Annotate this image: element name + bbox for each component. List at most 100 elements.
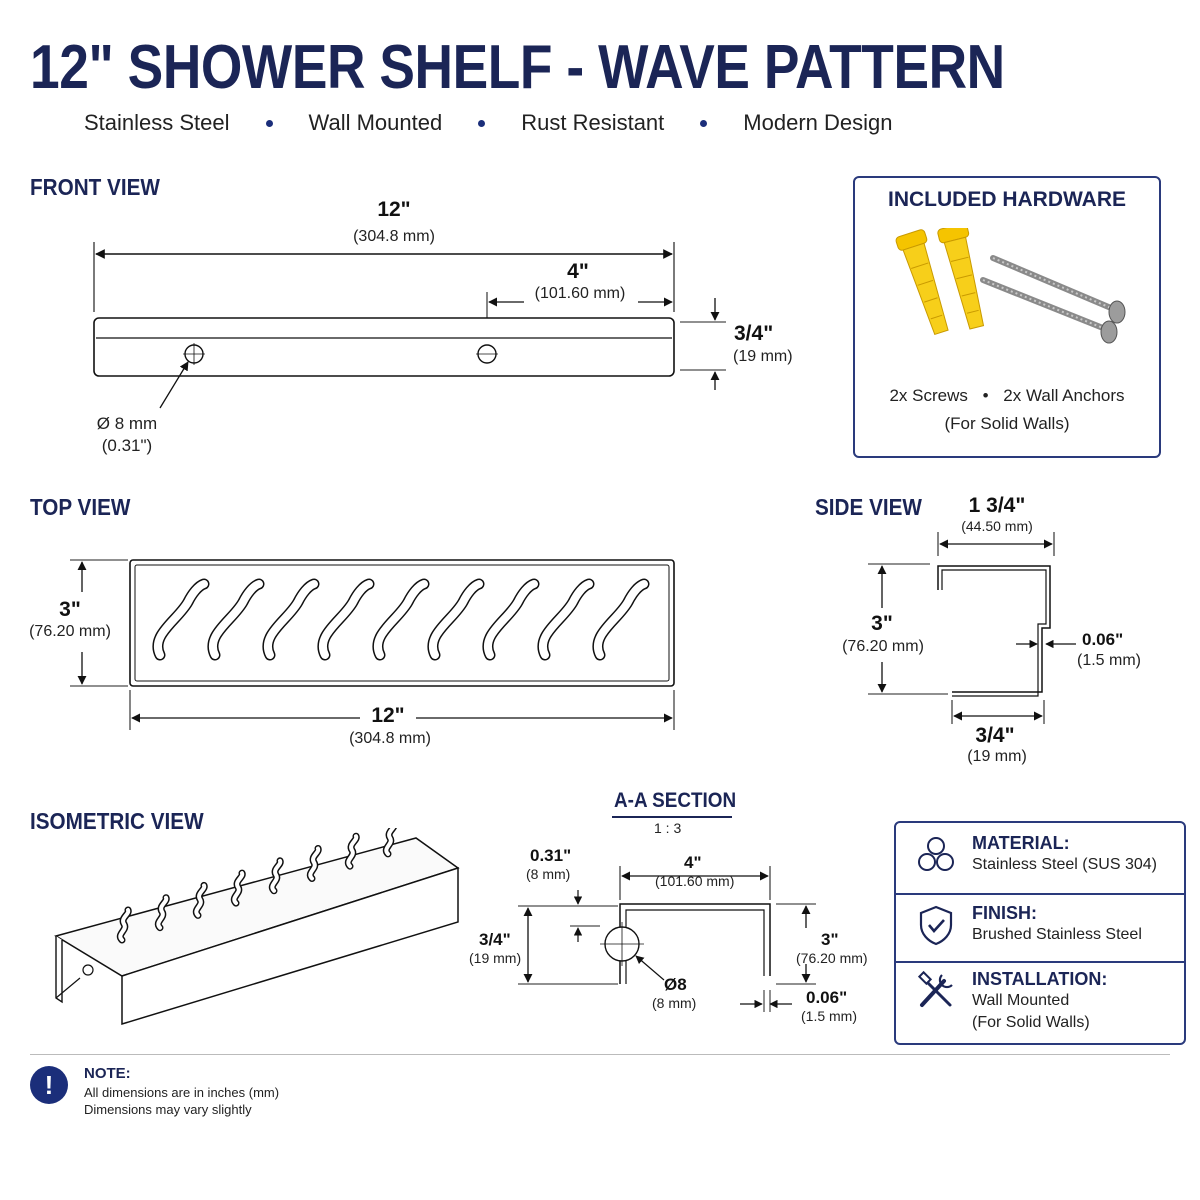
side-height-label: 3" bbox=[871, 612, 893, 635]
spec-value: Brushed Stainless Steel bbox=[972, 926, 1142, 943]
side-thickness-mm: (1.5 mm) bbox=[1077, 652, 1141, 669]
spec-value: Stainless Steel (SUS 304) bbox=[972, 856, 1157, 873]
note-line: Dimensions may vary slightly bbox=[84, 1102, 252, 1117]
section-scale: 1 : 3 bbox=[654, 820, 682, 836]
spec-label: INSTALLATION: bbox=[972, 969, 1108, 989]
section-thickness-label: 0.06" bbox=[806, 988, 848, 1007]
hardware-contents: 2x Screws • 2x Wall Anchors bbox=[889, 386, 1125, 405]
spec-card: MATERIAL: Stainless Steel (SUS 304) FINI… bbox=[894, 821, 1186, 1045]
hole-diameter-in: (0.31") bbox=[101, 436, 153, 455]
bullet-dot bbox=[478, 119, 486, 127]
hardware-card: INCLUDED HARDWARE bbox=[853, 176, 1161, 458]
side-height-mm: (76.20 mm) bbox=[842, 638, 924, 655]
side-thickness-label: 0.06" bbox=[1082, 630, 1124, 649]
section-left-height-mm: (19 mm) bbox=[469, 950, 522, 966]
info-icon: ! bbox=[30, 1066, 68, 1104]
screw-icon bbox=[990, 255, 1126, 324]
feature-item: Wall Mounted bbox=[308, 110, 443, 135]
section-drawing bbox=[518, 866, 816, 1012]
top-view-drawing bbox=[70, 559, 675, 730]
feature-item: Modern Design bbox=[743, 110, 893, 135]
section-left-height-label: 3/4" bbox=[479, 930, 511, 949]
top-view-title: TOP VIEW bbox=[30, 494, 131, 520]
section-width-label: 4" bbox=[684, 853, 702, 872]
feature-list: Stainless Steel Wall Mounted Rust Resist… bbox=[84, 110, 892, 136]
wave-slot bbox=[209, 580, 263, 659]
isometric-view-title: ISOMETRIC VIEW bbox=[30, 808, 204, 834]
wave-slot bbox=[484, 580, 538, 659]
hardware-illustration bbox=[895, 228, 1126, 344]
feature-item: Rust Resistant bbox=[521, 110, 665, 135]
wave-slot bbox=[264, 580, 318, 659]
section-diameter-label: Ø8 bbox=[664, 975, 687, 994]
wave-slot bbox=[194, 883, 207, 918]
wave-slot bbox=[156, 895, 169, 930]
hole-spacing-label: 4" bbox=[567, 260, 589, 283]
footer-divider bbox=[30, 1054, 1170, 1055]
side-bottom-label: 3/4" bbox=[975, 724, 1015, 747]
wave-slot bbox=[308, 846, 321, 881]
front-height-label: 3/4" bbox=[734, 322, 774, 345]
wave-slot bbox=[374, 580, 428, 659]
bullet-dot bbox=[700, 119, 708, 127]
section-hole-offset-label: 0.31" bbox=[530, 846, 572, 865]
front-width-label: 12" bbox=[377, 198, 411, 221]
wave-slot bbox=[154, 580, 208, 659]
note-title: NOTE: bbox=[84, 1065, 131, 1082]
molecule-icon bbox=[918, 837, 954, 871]
hardware-screws: 2x Screws bbox=[889, 386, 968, 405]
side-top-label: 1 3/4" bbox=[968, 494, 1026, 517]
wave-slots bbox=[116, 828, 397, 944]
spec-value: Wall Mounted bbox=[972, 992, 1070, 1009]
section-right-height-label: 3" bbox=[821, 930, 839, 949]
top-depth-label: 3" bbox=[59, 598, 81, 621]
top-width-mm: (304.8 mm) bbox=[349, 730, 431, 747]
hole-diameter-label: Ø 8 mm bbox=[96, 414, 158, 433]
shield-check-icon bbox=[919, 905, 953, 946]
spec-label: MATERIAL: bbox=[972, 833, 1070, 853]
wave-slot bbox=[429, 580, 483, 659]
top-depth-mm: (76.20 mm) bbox=[29, 623, 111, 640]
isometric-drawing bbox=[54, 828, 460, 1026]
side-view-drawing bbox=[868, 532, 1076, 724]
wave-slots bbox=[152, 578, 650, 661]
wall-anchor-icon bbox=[895, 229, 949, 336]
wave-slot bbox=[319, 580, 373, 659]
screw-icon bbox=[980, 277, 1118, 344]
top-width-label: 12" bbox=[371, 704, 405, 727]
section-right-height-mm: (76.20 mm) bbox=[796, 950, 868, 966]
section-diameter-mm: (8 mm) bbox=[652, 995, 697, 1011]
side-bottom-mm: (19 mm) bbox=[967, 748, 1027, 765]
spec-label: FINISH: bbox=[972, 903, 1037, 923]
wave-slot bbox=[270, 858, 283, 893]
wave-slot bbox=[232, 871, 245, 906]
wave-slot bbox=[539, 580, 593, 659]
spec-value-note: (For Solid Walls) bbox=[972, 1014, 1090, 1031]
front-height-mm: (19 mm) bbox=[733, 348, 793, 365]
section-thickness-mm: (1.5 mm) bbox=[801, 1008, 857, 1024]
hardware-title: INCLUDED HARDWARE bbox=[888, 188, 1126, 211]
hardware-anchors: 2x Wall Anchors bbox=[1003, 386, 1125, 405]
wave-slot bbox=[594, 580, 648, 659]
front-view-title: FRONT VIEW bbox=[30, 174, 160, 200]
hole-spacing-mm: (101.60 mm) bbox=[534, 285, 626, 302]
spec-divider bbox=[896, 961, 1184, 963]
spec-row-installation: INSTALLATION: Wall Mounted (For Solid Wa… bbox=[896, 969, 1184, 1034]
wave-slot bbox=[346, 834, 359, 869]
page-title: 12" SHOWER SHELF - WAVE PATTERN bbox=[30, 33, 1005, 102]
wall-anchor-icon bbox=[937, 228, 985, 330]
tools-icon bbox=[917, 970, 953, 1007]
bullet-dot bbox=[265, 119, 273, 127]
side-top-mm: (44.50 mm) bbox=[961, 518, 1033, 534]
note-line: All dimensions are in inches (mm) bbox=[84, 1085, 280, 1100]
spec-row-finish: FINISH: Brushed Stainless Steel bbox=[896, 903, 1184, 947]
section-underline bbox=[612, 816, 732, 818]
side-view-title: SIDE VIEW bbox=[815, 494, 922, 520]
spec-divider bbox=[896, 893, 1184, 895]
feature-item: Stainless Steel bbox=[84, 110, 230, 135]
section-width-mm: (101.60 mm) bbox=[655, 873, 735, 889]
front-width-mm: (304.8 mm) bbox=[353, 228, 435, 245]
section-hole-offset-mm: (8 mm) bbox=[526, 866, 571, 882]
wave-slot bbox=[384, 828, 396, 856]
wave-slot bbox=[118, 908, 131, 942]
